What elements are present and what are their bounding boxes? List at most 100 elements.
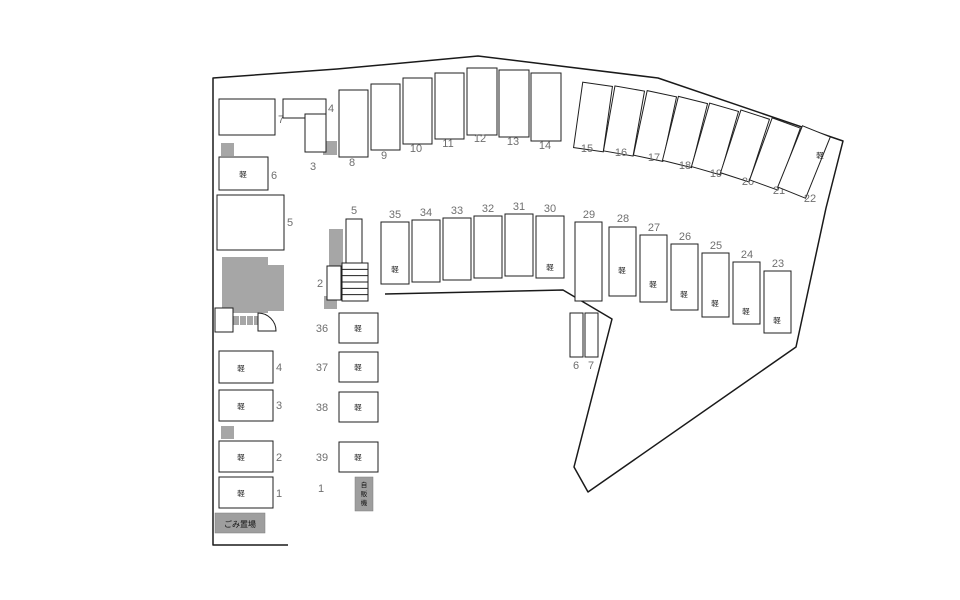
space-number: 39 [316, 452, 328, 464]
space-rect [690, 102, 740, 176]
parking-space-12: 12 [466, 67, 498, 145]
space-rect [608, 226, 637, 297]
space-number: 15 [581, 143, 593, 155]
kei-label: 軽 [354, 324, 362, 333]
space-rect [584, 312, 599, 358]
structures-layer: 自販機 [341, 262, 374, 512]
space-number: 6 [573, 360, 579, 372]
space-number: 27 [648, 222, 660, 234]
space-number: 34 [420, 207, 432, 219]
space-rect [632, 90, 678, 162]
garbage-area-box [214, 512, 266, 534]
vending-machine: 自販機 [354, 476, 374, 512]
space-number: 16 [615, 147, 627, 159]
space-rect [732, 261, 761, 325]
space-rect [498, 69, 530, 138]
space-number: 17 [648, 152, 660, 164]
space-number: 14 [539, 140, 551, 152]
space-rect [326, 265, 342, 301]
parking-space-left-4: 4軽 [218, 350, 282, 384]
space-number: 7 [278, 114, 284, 126]
space-rect [763, 270, 792, 334]
space-number: 3 [276, 400, 282, 412]
space-rect [569, 312, 584, 358]
space-number: 11 [442, 138, 453, 150]
parking-space-9: 9 [370, 83, 401, 162]
space-rect [218, 156, 269, 191]
space-rect [218, 350, 274, 384]
gray-block [247, 316, 253, 325]
kei-label: 軽 [239, 170, 247, 179]
space-number: 1 [276, 488, 282, 500]
space-rect [466, 67, 498, 136]
parking-space-14: 14 [530, 72, 562, 152]
space-rect [701, 252, 730, 318]
space-number: 7 [588, 360, 594, 372]
parking-space-24: 24軽 [732, 249, 761, 325]
parking-space-30: 30軽 [535, 203, 565, 279]
space-number: 28 [617, 213, 629, 225]
parking-space-top-3: 3 [304, 113, 327, 173]
gray-block [262, 265, 284, 311]
vending-machine-label: 機 [361, 498, 368, 507]
kei-label: 軽 [354, 403, 362, 412]
space-rect [218, 440, 274, 473]
garbage-area-label: ごみ置場 [224, 519, 256, 529]
space-rect [402, 77, 433, 145]
parking-space-10: 10 [402, 77, 433, 155]
parking-space-left-5: 5 [216, 194, 293, 251]
space-rect [411, 219, 441, 283]
parking-space-s5: 5 [345, 205, 363, 264]
space-number: 37 [316, 362, 328, 374]
parking-space-s2: 2 [317, 265, 342, 301]
parking-space-left-2: 2軽 [218, 440, 282, 473]
space-rect [304, 113, 327, 153]
building-footprint-outline [214, 307, 234, 333]
space-number: 30 [544, 203, 556, 215]
kei-label: 軽 [773, 316, 781, 325]
vending-machine-label: 販 [361, 489, 368, 498]
space-rect [574, 221, 603, 302]
space-number: 3 [310, 161, 316, 173]
parking-space-31: 31 [504, 201, 534, 277]
parking-space-29: 29 [574, 209, 603, 302]
space-number: 10 [410, 143, 422, 155]
space-rect [338, 441, 379, 473]
space-rect [572, 81, 614, 153]
space-number: 2 [276, 452, 282, 464]
gray-block [329, 229, 343, 267]
kei-label: 軽 [711, 299, 719, 308]
parking-space-33: 33 [442, 205, 472, 281]
parking-space-left-6: 6軽 [218, 156, 277, 191]
space-rect [338, 312, 379, 344]
parking-space-left-3: 3軽 [218, 389, 282, 422]
parking-space-18: 18 [661, 95, 709, 172]
space-rect [380, 221, 410, 285]
parking-space-32: 32 [473, 203, 503, 279]
space-number: 4 [328, 103, 334, 115]
gray-block [221, 143, 234, 156]
space-rect [345, 218, 363, 264]
vending-machine-label: 自 [361, 480, 368, 489]
parking-space-left-7: 7 [218, 98, 284, 136]
kei-label: 軽 [237, 489, 245, 498]
parking-space-25: 25軽 [701, 240, 730, 318]
gray-block [221, 426, 234, 439]
parking-space-27: 27 軽 [639, 222, 668, 303]
space-rect [504, 213, 534, 277]
parking-space-left-1: 1軽 [218, 476, 282, 509]
space-number: 18 [679, 160, 691, 172]
space-number: 24 [741, 249, 753, 261]
space-number: 33 [451, 205, 463, 217]
space-rect [530, 72, 562, 142]
space-rect [535, 215, 565, 279]
space-rect [338, 89, 369, 158]
space-number: 9 [381, 150, 387, 162]
space-rect [218, 389, 274, 422]
kei-label: 軽 [649, 280, 657, 289]
space-rect [442, 217, 472, 281]
space-number: 36 [316, 323, 328, 335]
